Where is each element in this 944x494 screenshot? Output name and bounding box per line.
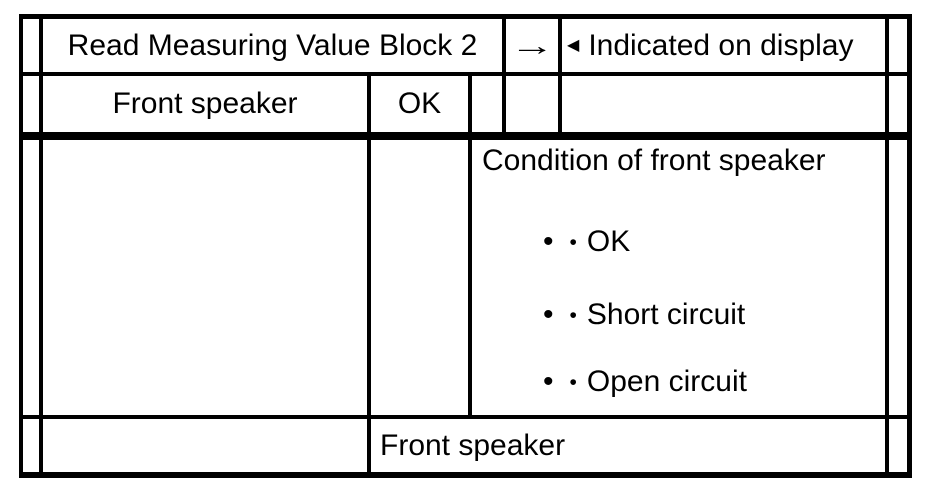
evaluation-item-label: OK [586,225,631,258]
left-pointer-icon: ◀ [567,36,580,54]
indicated-on-display-cell: ◀ Indicated on display [562,19,890,72]
evaluation-item-open-circuit: • • Open circuit [543,367,747,397]
dot-icon: • [569,303,577,327]
channel-value-cell: OK [371,76,468,132]
evaluation-item-ok: • • OK [543,227,630,257]
table-row-divider-2 [19,415,912,419]
table-border-left [19,14,23,478]
right-arrow-icon: → [509,29,555,61]
column-line-arrow-right [558,14,562,140]
arrow-cell: → [506,19,558,72]
table-border-top [19,14,912,19]
column-line-speaker [367,72,371,478]
dot-icon: • [569,230,577,254]
evaluation-title: Condition of front speaker [482,144,826,177]
bullet-icon: • [543,365,554,398]
table-border-bottom [19,472,912,478]
function-title-label: Read Measuring Value Block 2 [67,28,478,62]
right-gutter-line [885,14,889,478]
column-line-value [468,72,472,419]
function-title: Read Measuring Value Block 2 [43,19,502,72]
dot-icon: • [569,370,577,394]
channel-name-label: Front speaker [112,87,298,120]
table-border-right [907,14,912,478]
column-line-arrow-left [502,14,506,140]
bullet-icon: • [543,225,554,258]
channel-name-cell: Front speaker [43,76,367,132]
evaluation-item-label: Short circuit [586,298,746,331]
table-thick-divider [19,132,912,140]
channel-value-label: OK [397,87,442,120]
table-row-divider-1 [19,72,912,76]
footer-channel-label: Front speaker [380,428,566,462]
left-gutter-line [39,14,43,478]
evaluation-item-short-circuit: • • Short circuit [543,300,745,330]
indicated-on-display-label: Indicated on display [588,28,854,62]
bullet-icon: • [543,298,554,331]
evaluation-item-label: Open circuit [586,365,747,398]
footer-channel-cell: Front speaker [380,419,880,472]
